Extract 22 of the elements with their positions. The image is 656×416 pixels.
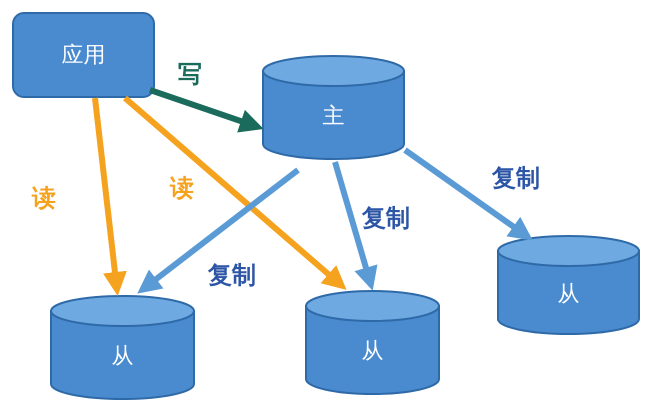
node-label: 主 [322, 103, 344, 131]
application-box [12, 12, 155, 98]
edge-label: 读 [168, 176, 196, 200]
database-cylinder [497, 235, 640, 335]
edge-label: 复制 [360, 206, 412, 230]
node-label: 从 [362, 338, 384, 366]
edge-label: 复制 [206, 263, 258, 287]
arrow [332, 161, 378, 291]
database-cylinder [50, 295, 195, 400]
edge-label: 读 [30, 186, 58, 210]
arrow [123, 96, 347, 290]
arrow [403, 148, 533, 240]
database-cylinder [305, 290, 440, 395]
arrow [149, 87, 264, 133]
arrow [92, 98, 127, 296]
node-label: 从 [112, 343, 134, 371]
node-label: 从 [558, 280, 580, 308]
edge-label: 复制 [490, 166, 542, 190]
edge-label: 写 [176, 62, 204, 86]
arrow [137, 168, 300, 294]
database-cylinder [262, 55, 405, 160]
node-label: 应用 [62, 42, 106, 70]
